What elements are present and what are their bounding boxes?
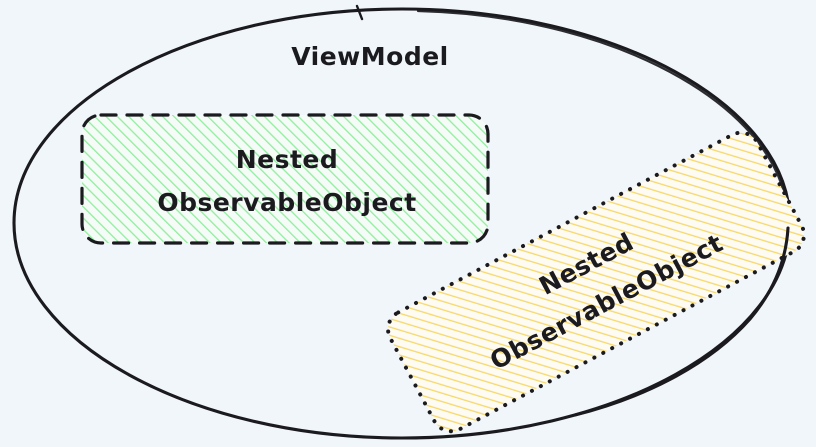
ellipse-overlap-arc [573, 226, 790, 417]
green-box-label-line1: Nested [236, 145, 339, 174]
viewmodel-title: ViewModel [291, 42, 449, 71]
green-box-label-line2: ObservableObject [157, 188, 416, 217]
green-box-fill [82, 115, 488, 243]
yellow-box-fill [388, 132, 804, 432]
green-box-border [80, 113, 490, 245]
green-nested-observable-box[interactable]: Nested ObservableObject [80, 113, 490, 245]
yellow-box-border [386, 130, 806, 434]
